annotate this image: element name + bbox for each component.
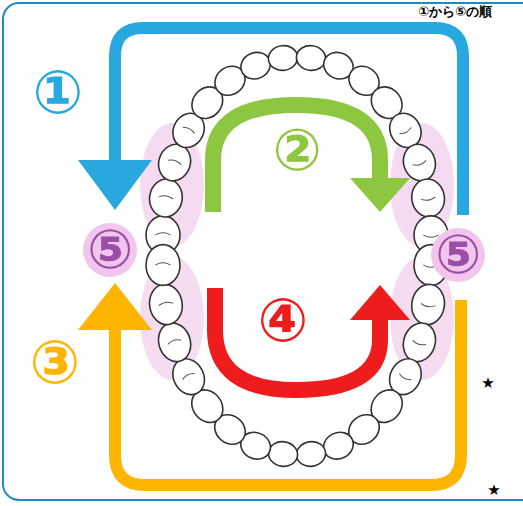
tooth-groove (398, 374, 411, 382)
callout-number: ③ (30, 332, 81, 392)
tooth-groove (158, 301, 173, 305)
tooth-groove (168, 158, 182, 164)
tooth-groove (182, 372, 195, 380)
arrow-head (350, 178, 410, 212)
tooth (409, 177, 447, 220)
arrow-line (115, 28, 463, 215)
tooth-groove (155, 263, 170, 265)
tooth-groove (159, 195, 174, 199)
tooth (147, 177, 185, 220)
tooth-groove (167, 338, 181, 344)
tooth (154, 319, 196, 366)
arrow-head (78, 160, 152, 210)
arrow-line (215, 288, 380, 390)
arrow-head (350, 285, 410, 320)
instruction-note: ①から⑤の順 (418, 5, 492, 18)
tooth-groove (421, 303, 436, 307)
callout-number: ④ (258, 290, 309, 350)
tooth-groove (421, 197, 436, 201)
callout-number: ★ (481, 376, 494, 391)
arrow-1 (78, 28, 463, 215)
tooth (267, 44, 299, 72)
tooth-groove (412, 340, 426, 346)
number-disc (431, 228, 485, 282)
arrow-4 (215, 285, 410, 390)
tooth (409, 282, 447, 327)
tooth (295, 44, 327, 72)
arrow-2 (213, 105, 410, 212)
teeth (146, 44, 448, 469)
callout-number: ① (33, 62, 84, 122)
arrow-head (78, 283, 152, 330)
arrow-3 (78, 283, 461, 485)
tooth-groove (183, 125, 196, 133)
tooth-groove (155, 233, 170, 235)
arrow-line (213, 105, 380, 212)
callout-number: ⑤ (435, 228, 481, 282)
tooth-groove (399, 127, 412, 135)
callout-number: ★ (487, 483, 500, 498)
number-disc (83, 223, 137, 277)
tooth (295, 440, 328, 469)
frame (3, 3, 523, 500)
callout-number: ② (272, 121, 321, 179)
tooth (146, 245, 180, 286)
callout-number: ⑤ (87, 223, 133, 277)
tooth (147, 282, 185, 327)
tooth (237, 48, 275, 84)
tooth-groove (413, 160, 427, 166)
tooth (267, 440, 300, 469)
